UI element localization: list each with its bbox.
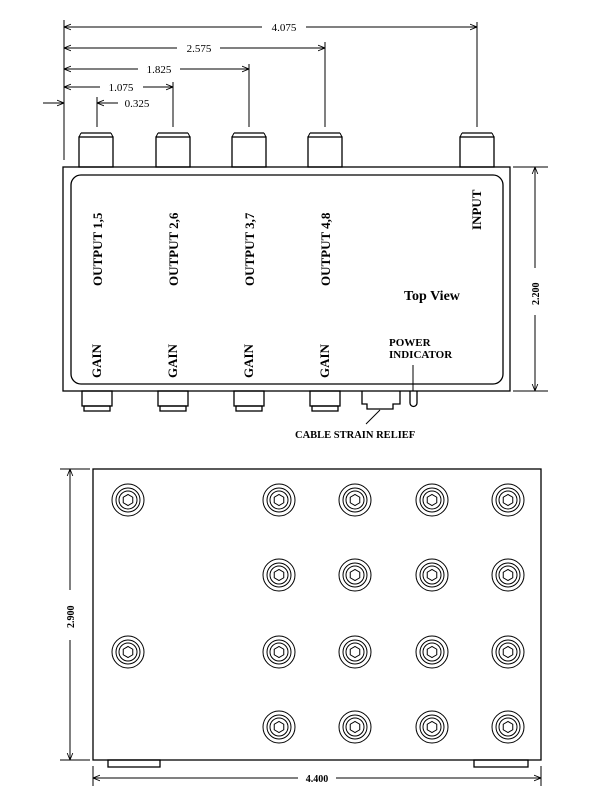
jack xyxy=(338,558,372,592)
connector-output-3 xyxy=(231,132,267,168)
dimension-height-top: 2.200 xyxy=(531,283,542,306)
jack xyxy=(491,635,525,669)
jack xyxy=(491,558,525,592)
dimension-width-bottom: 4.400 xyxy=(306,774,329,785)
jack xyxy=(491,710,525,744)
bottom-view-body xyxy=(92,468,542,761)
label-output-4-8: OUTPUT 4,8 xyxy=(318,212,333,286)
top-view-panel xyxy=(70,174,504,385)
jack xyxy=(338,635,372,669)
label-gain-3: GAIN xyxy=(241,343,256,378)
jack xyxy=(262,483,296,517)
connector-input xyxy=(459,132,495,168)
connector-output-2 xyxy=(155,132,191,168)
label-output-3-7: OUTPUT 3,7 xyxy=(242,212,257,286)
top-dimensions: 4.075 2.575 1.825 1.075 0.325 xyxy=(43,20,478,160)
jack xyxy=(111,483,145,517)
jack xyxy=(415,635,449,669)
foot-left xyxy=(107,759,161,768)
jack xyxy=(262,558,296,592)
dimension-0325: 0.325 xyxy=(125,98,150,110)
dimension-4075: 4.075 xyxy=(272,22,297,34)
power-indicator-led xyxy=(409,391,418,408)
jack xyxy=(415,710,449,744)
label-power: POWER xyxy=(389,337,432,349)
jack xyxy=(111,635,145,669)
top-view-body xyxy=(62,166,511,392)
label-input: INPUT xyxy=(469,189,484,230)
connector-output-1 xyxy=(78,132,114,168)
label-gain-2: GAIN xyxy=(165,343,180,378)
jack xyxy=(262,635,296,669)
gain-knobs xyxy=(81,390,341,412)
label-cable-strain-relief: CABLE STRAIN RELIEF xyxy=(295,430,415,441)
dimension-1075: 1.075 xyxy=(109,82,134,94)
top-connectors xyxy=(78,132,495,168)
dimension-height-bottom: 2.900 xyxy=(66,606,77,629)
jack xyxy=(491,483,525,517)
foot-right xyxy=(473,759,529,768)
top-view-title: Top View xyxy=(404,289,461,304)
cable-strain-relief xyxy=(361,391,401,410)
jack xyxy=(338,483,372,517)
dimension-2575: 2.575 xyxy=(187,43,212,55)
label-gain-4: GAIN xyxy=(317,343,332,378)
label-gain-1: GAIN xyxy=(89,343,104,378)
jack xyxy=(415,558,449,592)
label-output-2-6: OUTPUT 2,6 xyxy=(166,212,181,286)
jack xyxy=(415,483,449,517)
jack xyxy=(338,710,372,744)
label-indicator: INDICATOR xyxy=(389,349,453,361)
connector-output-4 xyxy=(307,132,343,168)
bottom-jacks xyxy=(111,483,525,744)
jack xyxy=(262,710,296,744)
dimension-1825: 1.825 xyxy=(147,64,172,76)
label-output-1-5: OUTPUT 1,5 xyxy=(90,212,105,286)
